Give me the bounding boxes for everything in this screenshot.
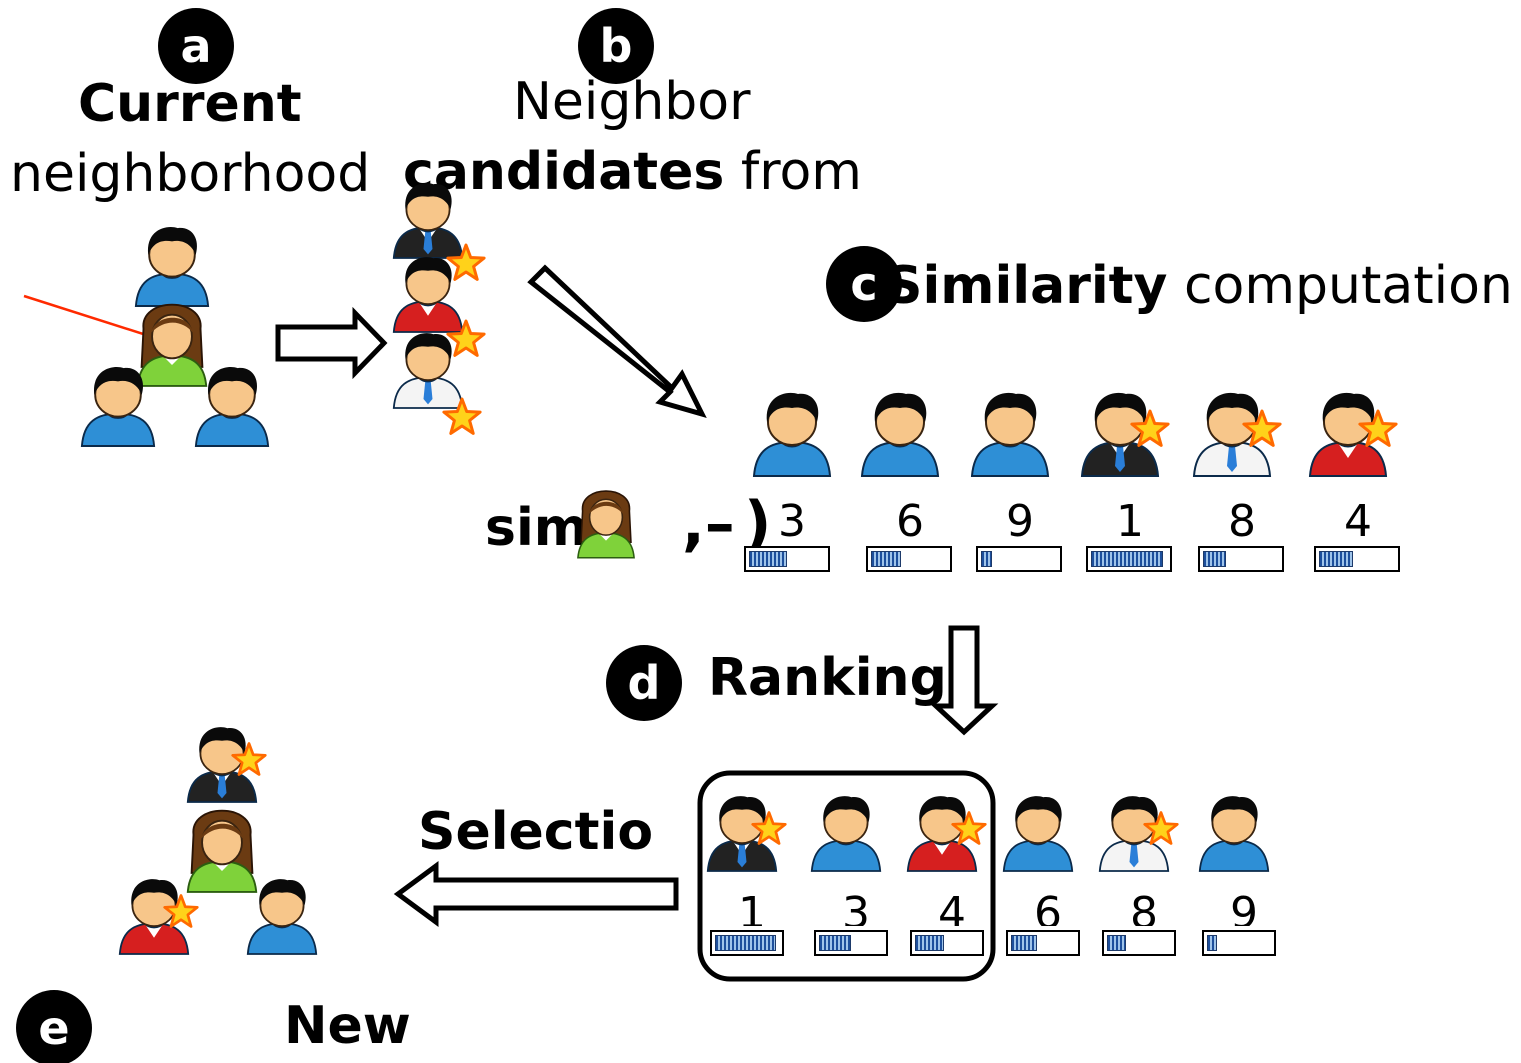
ranked-candidate-icon bbox=[706, 796, 787, 872]
candidate-icon bbox=[970, 392, 1050, 477]
ranked-score: 6 bbox=[1034, 892, 1062, 926]
candidate-icon bbox=[392, 333, 464, 409]
ranked-score: 3 bbox=[842, 892, 870, 926]
step-d-title: Ranking bbox=[708, 648, 947, 708]
step-c-title-bold: Similarity bbox=[885, 256, 1168, 316]
ranked-meter bbox=[710, 930, 784, 956]
candidate-icon bbox=[392, 183, 464, 259]
new-neighbor-icon bbox=[186, 727, 267, 803]
ranked-candidate-icon bbox=[1002, 796, 1074, 872]
step-b-badge: b bbox=[578, 8, 654, 84]
active-user-icon bbox=[186, 809, 258, 893]
similarity-meter bbox=[1314, 546, 1400, 572]
candidate-icon bbox=[1080, 392, 1170, 477]
similarity-meter bbox=[976, 546, 1062, 572]
similarity-meter bbox=[1086, 546, 1172, 572]
ranked-score: 9 bbox=[1230, 892, 1258, 926]
neighbor-icon bbox=[80, 367, 156, 447]
selected-group-box bbox=[697, 770, 996, 982]
sim-close-paren: ) bbox=[744, 489, 772, 559]
arrow-a-to-b bbox=[275, 306, 388, 380]
star-icon bbox=[446, 319, 486, 357]
star-icon bbox=[446, 243, 486, 281]
similarity-score: 9 bbox=[1006, 496, 1034, 547]
ranked-candidate-icon bbox=[1198, 796, 1270, 872]
similarity-score: 8 bbox=[1228, 496, 1256, 547]
candidate-icon bbox=[392, 257, 464, 333]
similarity-meter bbox=[744, 546, 830, 572]
step-e-badge: e bbox=[16, 990, 92, 1063]
step-b-line1: Neighbor bbox=[513, 72, 751, 132]
arrow-b-to-c bbox=[527, 264, 707, 418]
arrow-c-to-d bbox=[929, 625, 999, 736]
step-b-line2: candidates from bbox=[403, 146, 862, 198]
step-a-badge: a bbox=[158, 8, 234, 84]
step-a-title-rest: neighborhood bbox=[10, 144, 371, 204]
ranked-meter bbox=[910, 930, 984, 956]
ranked-candidate-icon bbox=[1098, 796, 1179, 872]
ranked-meter bbox=[814, 930, 888, 956]
similarity-score: 1 bbox=[1116, 496, 1144, 547]
candidate-icon bbox=[752, 392, 832, 477]
step-d-badge: d bbox=[606, 645, 682, 721]
new-neighbor-icon bbox=[118, 879, 199, 955]
step-b-line2-bold: candidates bbox=[403, 142, 725, 202]
sim-prefix: sim bbox=[485, 498, 588, 558]
ranked-candidate-icon bbox=[810, 796, 882, 872]
step-e-title: New bbox=[284, 996, 411, 1056]
similarity-meter bbox=[866, 546, 952, 572]
candidate-icon bbox=[1192, 392, 1282, 477]
step-c-badge: c bbox=[826, 246, 902, 322]
step-b-line2-rest: from bbox=[740, 142, 862, 202]
ranked-score: 4 bbox=[938, 892, 966, 926]
step-c-title-rest: computation bbox=[1183, 256, 1513, 316]
new-neighbor-icon bbox=[246, 879, 318, 955]
active-user-icon bbox=[577, 490, 635, 559]
neighbor-icon bbox=[134, 227, 210, 307]
similarity-meter bbox=[1198, 546, 1284, 572]
pointer-line bbox=[23, 294, 163, 342]
ranked-meter bbox=[1102, 930, 1176, 956]
neighbor-icon bbox=[194, 367, 270, 447]
similarity-score: 3 bbox=[778, 496, 806, 547]
ranked-meter bbox=[1006, 930, 1080, 956]
candidate-icon bbox=[1308, 392, 1398, 477]
step-c-title: Similarity computation bbox=[885, 260, 1513, 312]
arrow-d-to-e bbox=[393, 861, 679, 927]
ranked-score: 8 bbox=[1130, 892, 1158, 926]
selection-label: Selectio bbox=[418, 802, 654, 862]
step-a-title-bold: Current bbox=[78, 74, 302, 134]
sim-comma-dash: ,– bbox=[682, 489, 735, 559]
similarity-score: 4 bbox=[1344, 496, 1372, 547]
star-icon bbox=[442, 397, 482, 435]
ranked-score: 1 bbox=[738, 892, 766, 926]
ranked-meter bbox=[1202, 930, 1276, 956]
similarity-score: 6 bbox=[896, 496, 924, 547]
active-user-icon bbox=[136, 303, 208, 387]
candidate-icon bbox=[860, 392, 940, 477]
ranked-candidate-icon bbox=[906, 796, 987, 872]
